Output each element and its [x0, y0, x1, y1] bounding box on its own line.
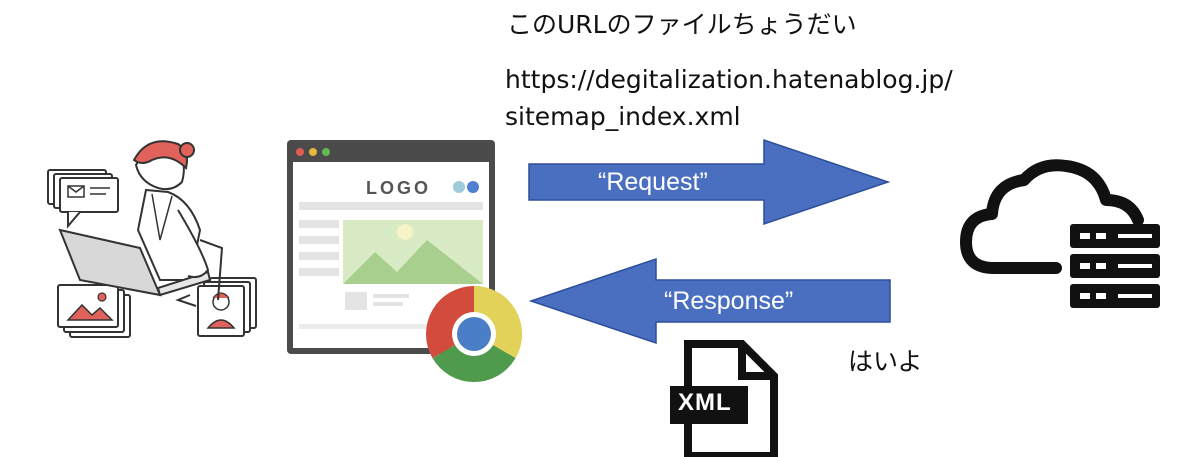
url-line-1: https://degitalization.hatenablog.jp/: [505, 65, 953, 94]
xml-file-label: XML: [678, 389, 732, 416]
person-at-laptop-illustration: [47, 140, 257, 338]
cloud-server-icon: [960, 159, 1160, 308]
chrome-icon: [425, 286, 523, 383]
response-label: “Response”: [664, 287, 794, 315]
response-arrow: [528, 257, 891, 345]
request-arrow: [528, 138, 891, 226]
request-label: “Request”: [598, 168, 708, 196]
browser-logo-text: LOGO: [366, 178, 431, 198]
browser-window-illustration: [287, 140, 495, 354]
response-caption: はいよ: [848, 347, 923, 376]
url-line-2: sitemap_index.xml: [505, 102, 741, 131]
request-caption: このURLのファイルちょうだい: [507, 10, 857, 39]
xml-file-icon: [670, 340, 778, 457]
